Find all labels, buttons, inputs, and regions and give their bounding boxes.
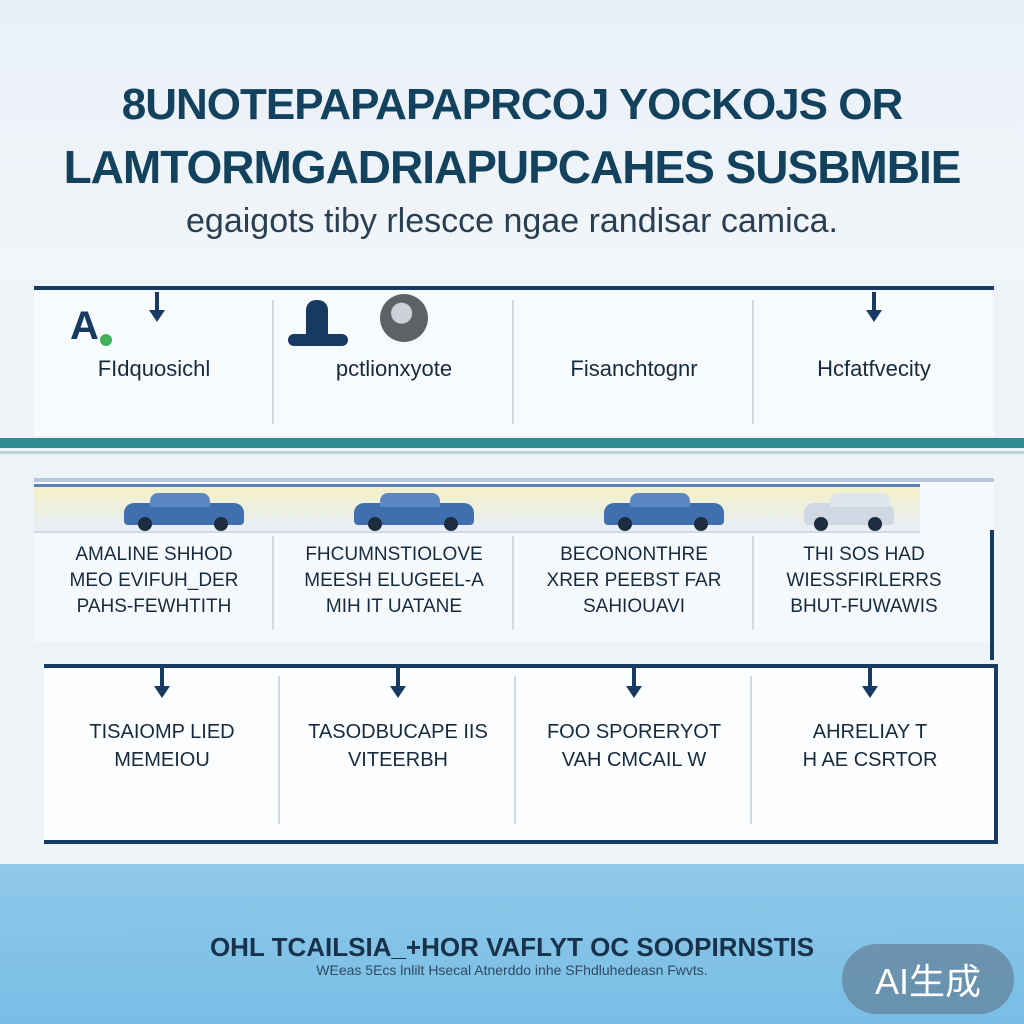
column-divider	[278, 676, 280, 824]
logo-a-icon: A	[70, 304, 99, 348]
stage-3-cell: Fisanchtognr	[514, 292, 754, 432]
car-icon	[804, 493, 894, 531]
page-subtitle: egaigots tiby rlescce ngae randisar cami…	[186, 202, 838, 240]
green-dot-icon	[100, 334, 112, 346]
page-title-line-2: LAMTORMGADRIAPUPCAHES SUSBMBIE	[63, 141, 962, 193]
column-divider	[512, 536, 514, 630]
page-title-line-1: 8UNOTEPAPAPAPRCOJ YOCKOJS OR	[121, 80, 903, 129]
ai-generated-badge: AI生成	[842, 944, 1014, 1014]
stage-row-3	[44, 664, 998, 844]
stage-2-cell: pctlionxyote	[274, 292, 514, 432]
step-2-cell: FHCUMNSTIOLOVE MEESH ELUGEEL-A MIH IT UA…	[274, 528, 514, 638]
car-icon	[124, 493, 244, 531]
outcome-3-text: FOO SPORERYOT VAH CMCAIL W	[546, 721, 722, 771]
outcome-2-cell: TASODBUCAPE IIS VITEERBH	[280, 668, 516, 832]
footer-title: OHL TCAILSIA_+HOR VAFLYT OC SOOPIRNSTIS	[209, 932, 815, 962]
stage-row-1	[34, 286, 994, 436]
section-divider-shadow	[0, 451, 1024, 454]
connector-bracket	[920, 530, 994, 660]
down-arrow-icon	[149, 292, 165, 322]
graduation-hat-icon	[288, 300, 348, 346]
down-arrow-icon	[154, 668, 170, 698]
hero-section	[0, 0, 1024, 280]
stage-1-label: FIdquosichl	[97, 356, 211, 381]
step-4-cell: THI SOS HAD WIESSFIRLERRS BHUT-FUWAWIS	[754, 528, 974, 638]
step-1-cell: AMALINE SHHOD MEO EVIFUH_DER PAHS-FEWHTI…	[34, 528, 274, 638]
column-divider	[752, 300, 754, 424]
step-4-text: THI SOS HAD WIESSFIRLERRS BHUT-FUWAWIS	[786, 544, 942, 617]
column-divider	[512, 300, 514, 424]
step-2-text: FHCUMNSTIOLOVE MEESH ELUGEEL-A MIH IT UA…	[304, 544, 484, 617]
column-divider	[752, 536, 754, 630]
column-divider	[514, 676, 516, 824]
step-3-cell: BECONONTHRE XRER PEEBST FAR SAHIOUAVI	[514, 528, 754, 638]
column-divider	[272, 300, 274, 424]
stage-4-cell: Hcfatfvecity	[754, 292, 994, 432]
column-divider	[272, 536, 274, 630]
vehicle-strip	[34, 484, 920, 533]
down-arrow-icon	[862, 668, 878, 698]
column-divider	[750, 676, 752, 824]
stage-1-cell: FIdquosichl	[34, 292, 274, 432]
stage-4-label: Hcfatfvecity	[817, 356, 931, 381]
car-icon	[604, 493, 724, 531]
outcome-1-text: TISAIOMP LIED MEMEIOU	[89, 721, 235, 771]
outcome-3-cell: FOO SPORERYOT VAH CMCAIL W	[516, 668, 752, 832]
stage-3-label: Fisanchtognr	[570, 356, 698, 381]
outcome-4-text: AHRELIAY T H AE CSRTOR	[802, 721, 938, 771]
stage-2-label: pctlionxyote	[335, 356, 453, 381]
footer-subtitle: WEeas 5Ecs lnlilt Hsecal Atnerddo inhe S…	[316, 962, 708, 978]
step-1-text: AMALINE SHHOD MEO EVIFUH_DER PAHS-FEWHTI…	[69, 544, 239, 617]
outcome-2-text: TASODBUCAPE IIS VITEERBH	[308, 721, 488, 771]
down-arrow-icon	[390, 668, 406, 698]
down-arrow-icon	[626, 668, 642, 698]
step-3-text: BECONONTHRE XRER PEEBST FAR SAHIOUAVI	[546, 544, 722, 617]
down-arrow-icon	[866, 292, 882, 322]
car-icon	[354, 493, 474, 531]
outcome-1-cell: TISAIOMP LIED MEMEIOU	[44, 668, 280, 832]
outcome-4-cell: AHRELIAY T H AE CSRTOR	[752, 668, 988, 832]
section-divider	[0, 438, 1024, 448]
round-badge-icon	[380, 294, 428, 342]
